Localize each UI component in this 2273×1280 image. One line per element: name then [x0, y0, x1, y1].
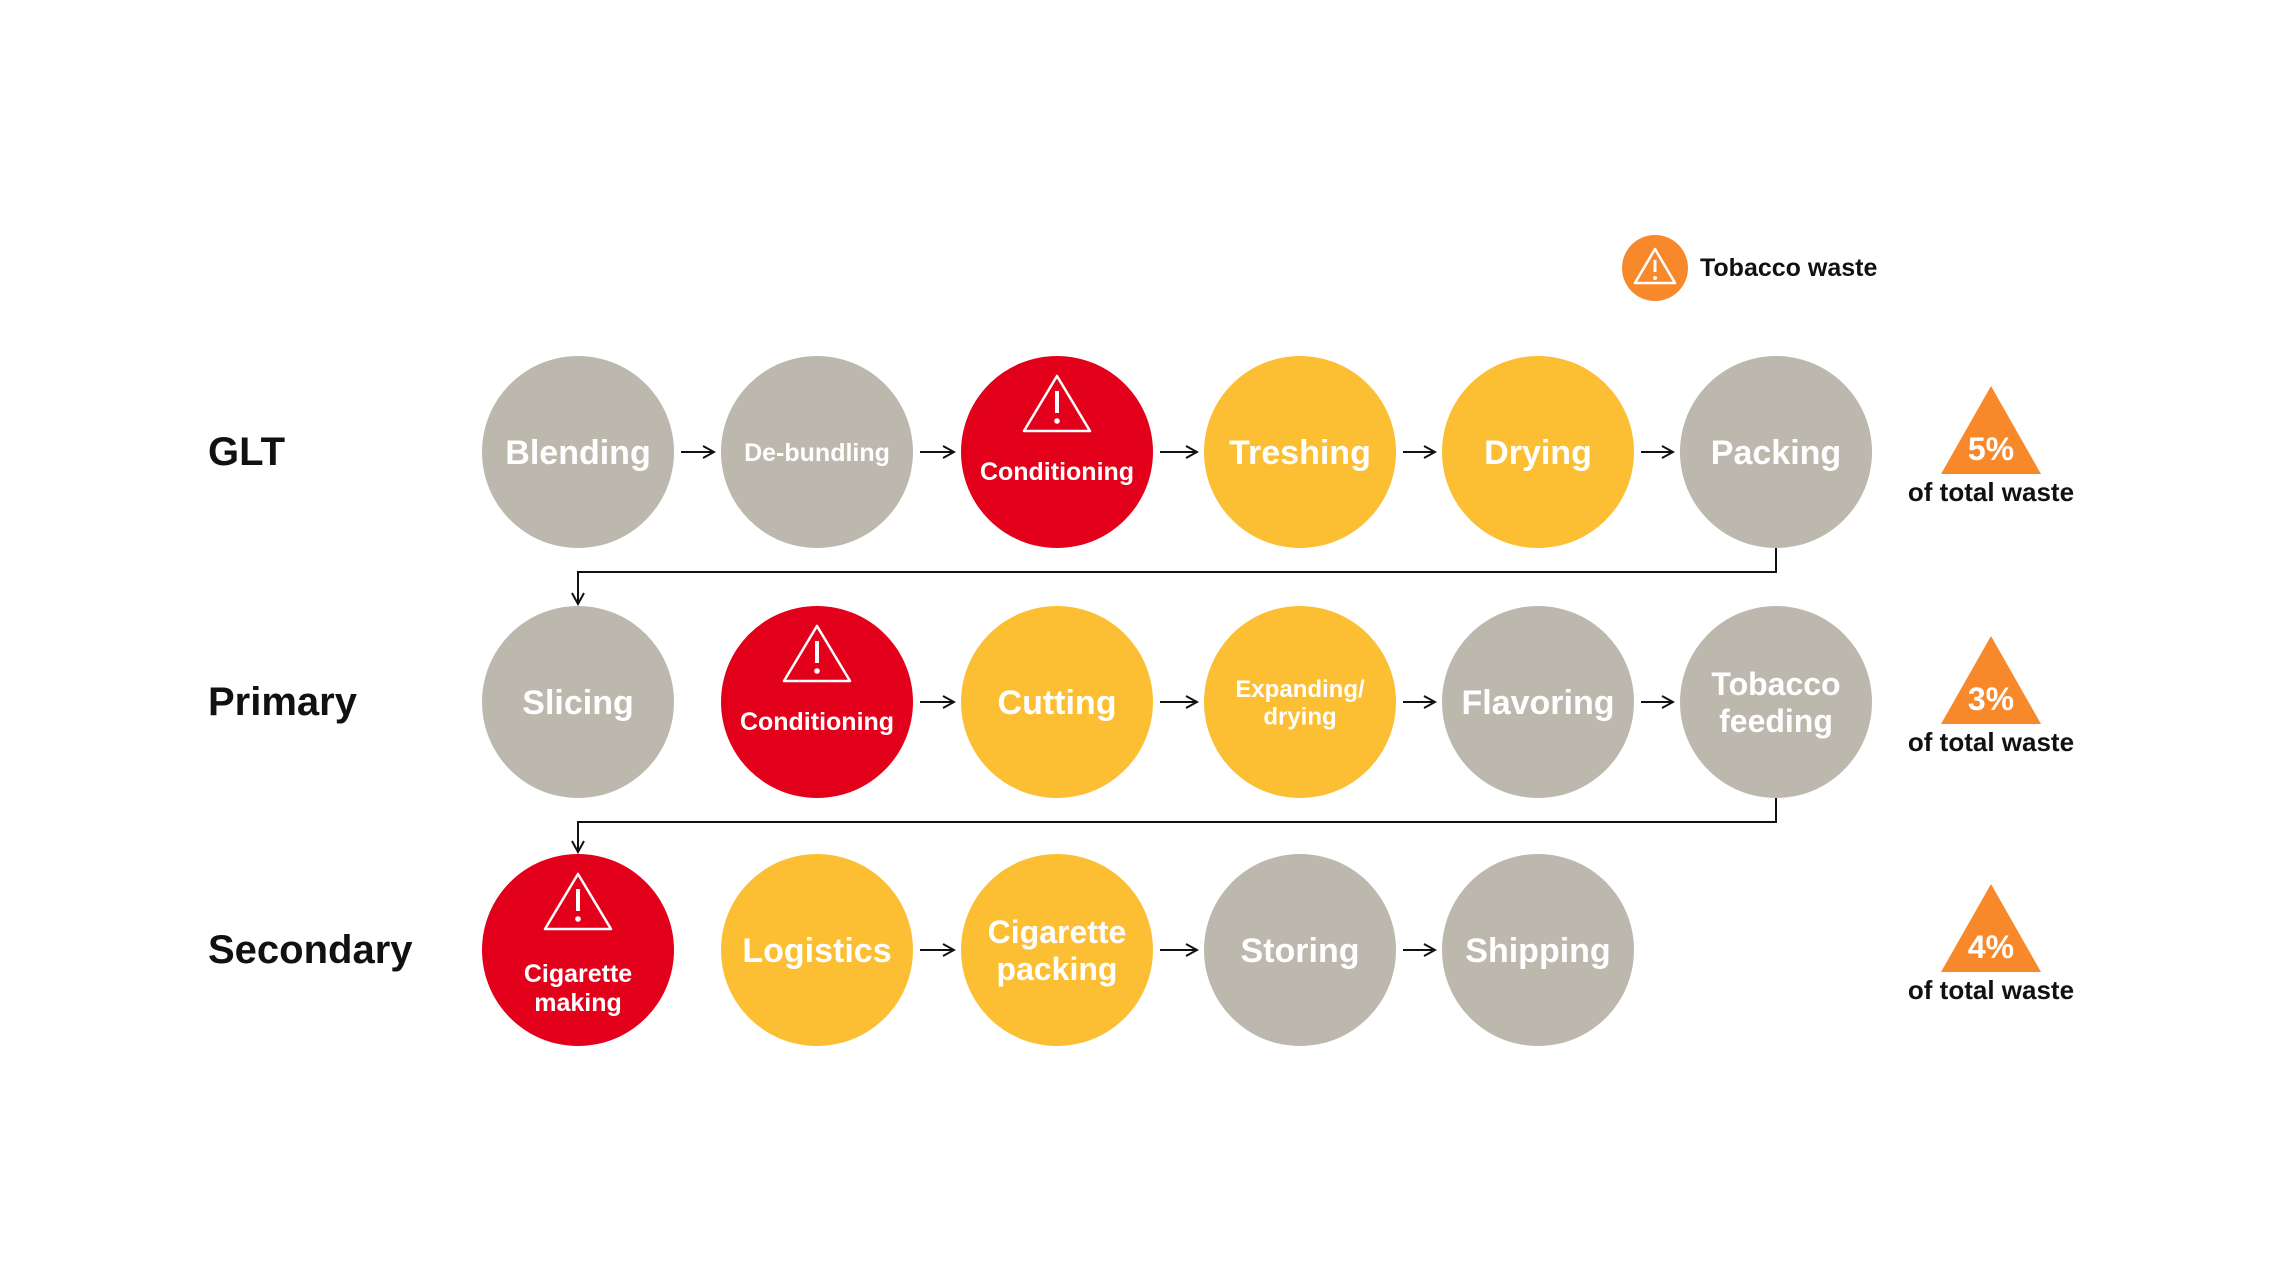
stage-circle [721, 854, 913, 1046]
stage-node: Blending [482, 356, 674, 548]
waste-percentage: 5% [1968, 431, 2014, 467]
warning-triangle-icon [782, 624, 852, 683]
legend: Tobacco waste [1622, 235, 1877, 301]
stage-circle [961, 606, 1153, 798]
stage-label: Drying [1484, 434, 1592, 472]
stage-node: Drying [1442, 356, 1634, 548]
stage-circle [1680, 606, 1872, 798]
waste-caption: of total waste [1908, 727, 2074, 757]
stage-label: De-bundling [744, 439, 890, 467]
waste-indicator: 4% of total waste [1908, 884, 2074, 1005]
stage-label: Shipping [1465, 932, 1610, 970]
stage-circle [721, 356, 913, 548]
waste-caption: of total waste [1908, 975, 2074, 1005]
stage-node: Shipping [1442, 854, 1634, 1046]
stage-node: Treshing [1204, 356, 1396, 548]
stage-node: Packing [1680, 356, 1872, 548]
stage-node: Slicing [482, 606, 674, 798]
row-label: Secondary [208, 928, 413, 972]
stage-circle [961, 854, 1153, 1046]
stage-label: Conditioning [980, 458, 1134, 486]
stage-label: Slicing [522, 684, 633, 722]
stage-label: Treshing [1229, 434, 1371, 472]
warning-triangle-icon [543, 872, 613, 931]
stage-label: Cutting [998, 684, 1117, 722]
row-label: GLT [208, 430, 285, 474]
waste-indicator: 5% of total waste [1908, 386, 2074, 507]
stage-circle [1204, 356, 1396, 548]
waste-caption: of total waste [1908, 477, 2074, 507]
stage-circle [1442, 356, 1634, 548]
stage-node: Conditioning [721, 606, 913, 798]
warning-triangle-icon [1022, 374, 1092, 433]
stage-circle [1204, 606, 1396, 798]
warning-triangle-icon [1633, 247, 1677, 285]
stage-node: De-bundling [721, 356, 913, 548]
stage-circle [1442, 606, 1634, 798]
waste-indicator: 3% of total waste [1908, 636, 2074, 757]
waste-percentage: 3% [1968, 681, 2014, 717]
stage-circle [1680, 356, 1872, 548]
stage-label: Packing [1711, 434, 1841, 472]
stage-node: Expanding/drying [1204, 606, 1396, 798]
stage-circle [1442, 854, 1634, 1046]
waste-triangle [1941, 636, 2041, 724]
stage-node: Cutting [961, 606, 1153, 798]
stage-circle [1204, 854, 1396, 1046]
stage-node: Flavoring [1442, 606, 1634, 798]
stage-circle [482, 356, 674, 548]
stage-node: Logistics [721, 854, 913, 1046]
stage-label: Conditioning [740, 708, 894, 736]
row-connector-arrow [578, 548, 1777, 604]
stage-label: Flavoring [1461, 684, 1614, 722]
stage-circle [482, 606, 674, 798]
stage-circle [482, 854, 674, 1046]
stage-label: Expanding/drying [1235, 676, 1365, 731]
legend-label: Tobacco waste [1700, 254, 1877, 282]
row-connector-arrow [578, 798, 1777, 852]
stage-node: Conditioning [961, 356, 1153, 548]
stage-label: Storing [1241, 932, 1360, 970]
waste-triangle [1941, 386, 2041, 474]
stage-circle [961, 356, 1153, 548]
stage-circle [721, 606, 913, 798]
stage-label: Blending [505, 434, 650, 472]
waste-triangle [1941, 884, 2041, 972]
stage-node: Storing [1204, 854, 1396, 1046]
row-label: Primary [208, 680, 358, 724]
waste-percentage: 4% [1968, 929, 2014, 965]
stage-label: Logistics [742, 932, 891, 970]
